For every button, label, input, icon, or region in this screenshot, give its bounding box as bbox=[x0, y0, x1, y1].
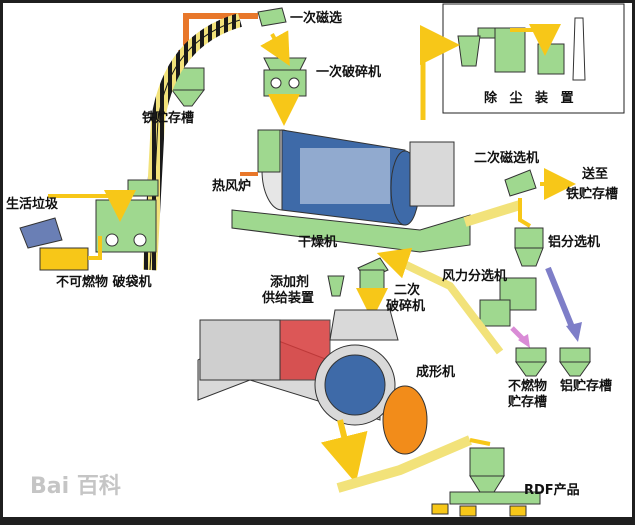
label-iron-storage: 铁贮存槽 bbox=[142, 111, 195, 126]
label-wind-separator: 风力分选机 bbox=[442, 269, 508, 284]
primary-magnetic-separator bbox=[257, 7, 287, 27]
label-additive-1: 添加剂 bbox=[270, 275, 310, 290]
additive-supply bbox=[327, 275, 345, 297]
dryer-base bbox=[231, 209, 471, 253]
label-incombustible-storage-2: 贮存槽 bbox=[508, 395, 548, 410]
label-secondary-crusher-1: 二次 bbox=[394, 283, 421, 298]
label-iron-storage-2: 铁贮存槽 bbox=[566, 187, 619, 202]
dryer-hot-air bbox=[257, 129, 281, 173]
label-primary-magnetic: 一次磁选 bbox=[290, 11, 343, 26]
return-conveyor bbox=[398, 258, 504, 355]
primary-crusher bbox=[260, 30, 307, 126]
label-secondary-magnetic: 二次磁选机 bbox=[474, 151, 540, 166]
label-primary-crusher: 一次破碎机 bbox=[316, 65, 382, 80]
dryer-inner bbox=[300, 148, 390, 204]
label-additive-2: 供给装置 bbox=[262, 291, 315, 306]
dryer-outlet-conveyor bbox=[463, 200, 522, 227]
label-incombustible-breaker: 不可燃物 破袋机 bbox=[56, 275, 152, 290]
dust-removal-equipment bbox=[457, 17, 586, 81]
label-secondary-crusher-2: 破碎机 bbox=[386, 299, 426, 314]
label-incombustible-storage-1: 不燃物 bbox=[508, 379, 548, 394]
secondary-magnetic-separator bbox=[504, 169, 537, 197]
label-dryer: 干燥机 bbox=[298, 235, 338, 250]
label-rdf-product: RDF产品 bbox=[524, 483, 580, 498]
dryer bbox=[231, 25, 471, 253]
label-send-to: 送至 bbox=[582, 167, 609, 182]
label-hot-air-furnace: 热风炉 bbox=[212, 179, 252, 194]
dryer-exhaust bbox=[409, 141, 455, 207]
label-aluminum-storage: 铝贮存槽 bbox=[560, 379, 613, 394]
label-aluminum-separator: 铝分选机 bbox=[548, 235, 601, 250]
purple-arrow bbox=[545, 266, 577, 334]
secondary-crusher bbox=[356, 257, 389, 320]
watermark: Bai 百科 bbox=[30, 474, 121, 499]
product-conveyor bbox=[336, 435, 472, 493]
forming-machine bbox=[197, 309, 428, 484]
rdf-silo bbox=[431, 447, 541, 517]
label-dust-removal: 除 尘 装 置 bbox=[484, 91, 578, 106]
incombustible-storage-hopper bbox=[515, 347, 547, 377]
wind-separator bbox=[479, 277, 537, 327]
garbage-breaker bbox=[19, 179, 159, 271]
aluminum-separator bbox=[514, 227, 544, 267]
aluminum-storage-hopper bbox=[559, 347, 591, 377]
label-forming-machine: 成形机 bbox=[416, 365, 456, 380]
label-household-garbage: 生活垃圾 bbox=[6, 197, 59, 212]
